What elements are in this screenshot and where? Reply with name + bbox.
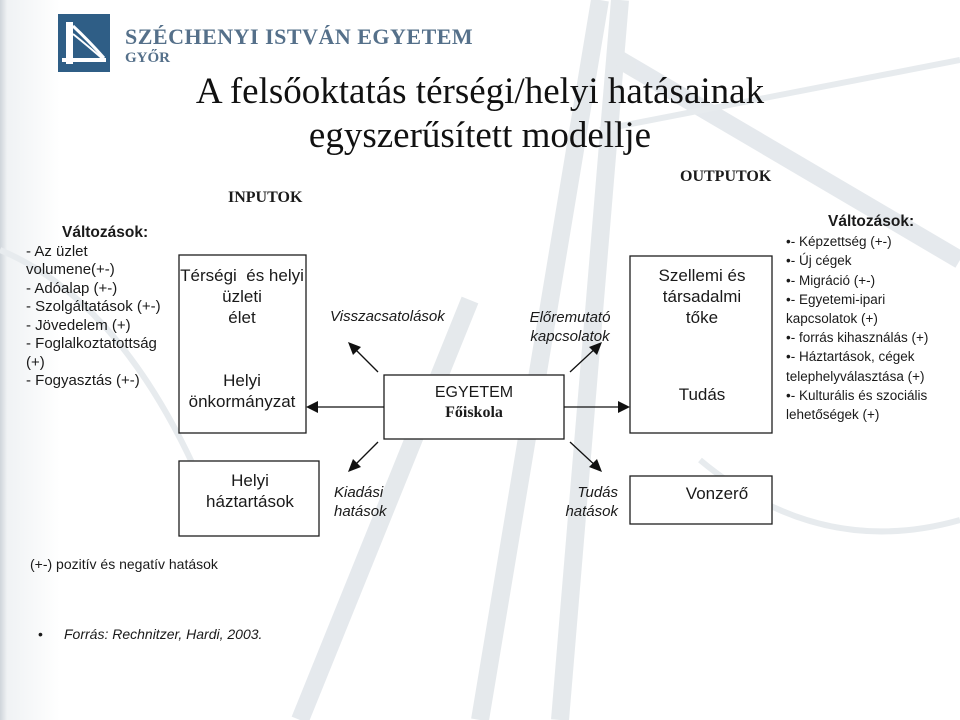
- inputs-heading: INPUTOK: [228, 189, 302, 207]
- outputs-heading: OUTPUTOK: [680, 168, 771, 186]
- list-item: •- Kulturális és szociális: [786, 386, 960, 405]
- forward-line-1: Előremutató: [520, 308, 620, 327]
- regional-business-line-3: élet: [180, 307, 304, 328]
- title-line-2: egyszerűsített modellje: [120, 114, 840, 158]
- households-label: Helyi háztartások: [180, 470, 320, 512]
- university-name: SZÉCHENYI ISTVÁN EGYETEM: [125, 24, 473, 50]
- capital-line-1: Szellemi és: [632, 265, 772, 286]
- right-changes-list: Változások: •- Képzettség (+-) •- Új cég…: [786, 212, 960, 424]
- spending-line-1: Kiadási: [334, 483, 387, 502]
- attraction-label: Vonzerő: [660, 483, 774, 504]
- regional-business-label: Térségi és helyi üzleti élet: [180, 265, 304, 328]
- local-government-line-1: Helyi: [180, 370, 304, 391]
- page-title: A felsőoktatás térségi/helyi hatásainak …: [120, 70, 840, 159]
- knowledge-effects-label: Tudás hatások: [562, 483, 618, 521]
- list-item: •- Egyetemi-ipari: [786, 290, 960, 309]
- local-government-line-2: önkormányzat: [180, 391, 304, 412]
- capital-label: Szellemi és társadalmi tőke: [632, 265, 772, 328]
- bullet: •: [38, 626, 64, 642]
- list-item: - Jövedelem (+): [26, 317, 186, 336]
- list-item: (+): [26, 354, 186, 373]
- knowledge-effects-line-2: hatások: [562, 502, 618, 521]
- list-item: - Fogyasztás (+-): [26, 372, 186, 391]
- legend-note: (+-) pozitív és negatív hatások: [30, 556, 218, 572]
- left-changes-list: Változások: - Az üzlet volumene(+-) - Ad…: [26, 224, 186, 391]
- list-item: - Adóalap (+-): [26, 280, 186, 299]
- list-item: •- forrás kihasználás (+): [786, 328, 960, 347]
- spending-effects-label: Kiadási hatások: [334, 483, 387, 521]
- capital-line-3: tőke: [632, 307, 772, 328]
- university-line-1: EGYETEM: [385, 383, 563, 403]
- list-item: kapcsolatok (+): [786, 309, 960, 328]
- knowledge-label: Tudás: [632, 384, 772, 405]
- forward-links-label: Előremutató kapcsolatok: [520, 308, 620, 346]
- title-line-1: A felsőoktatás térségi/helyi hatásainak: [120, 70, 840, 114]
- list-item: - Az üzlet: [26, 243, 186, 262]
- list-item: - Foglalkoztatottság: [26, 335, 186, 354]
- right-changes-title: Változások:: [786, 212, 960, 231]
- forward-line-2: kapcsolatok: [520, 327, 620, 346]
- knowledge-effects-line-1: Tudás: [562, 483, 618, 502]
- capital-line-2: társadalmi: [632, 286, 772, 307]
- list-item: •- Képzettség (+-): [786, 232, 960, 251]
- university-city: GYŐR: [125, 50, 170, 67]
- households-line-1: Helyi: [180, 470, 320, 491]
- spending-line-2: hatások: [334, 502, 387, 521]
- source-text: Forrás: Rechnitzer, Hardi, 2003.: [64, 626, 262, 642]
- list-item: •- Új cégek: [786, 251, 960, 270]
- list-item: •- Háztartások, cégek: [786, 347, 960, 366]
- regional-business-line-2: üzleti: [180, 286, 304, 307]
- university-line-2: Főiskola: [385, 403, 563, 423]
- list-item: volumene(+-): [26, 261, 186, 280]
- feedback-label: Visszacsatolások: [330, 307, 445, 326]
- local-government-label: Helyi önkormányzat: [180, 370, 304, 412]
- regional-business-line-1: Térségi és helyi: [180, 265, 304, 286]
- source-note: •Forrás: Rechnitzer, Hardi, 2003.: [38, 626, 262, 642]
- left-changes-title: Változások:: [26, 224, 186, 243]
- list-item: telephelyválasztása (+): [786, 367, 960, 386]
- list-item: lehetőségek (+): [786, 405, 960, 424]
- list-item: •- Migráció (+-): [786, 271, 960, 290]
- list-item: - Szolgáltatások (+-): [26, 298, 186, 317]
- university-label: EGYETEM Főiskola: [385, 383, 563, 423]
- bridge-logo-icon: [58, 14, 110, 72]
- households-line-2: háztartások: [180, 491, 320, 512]
